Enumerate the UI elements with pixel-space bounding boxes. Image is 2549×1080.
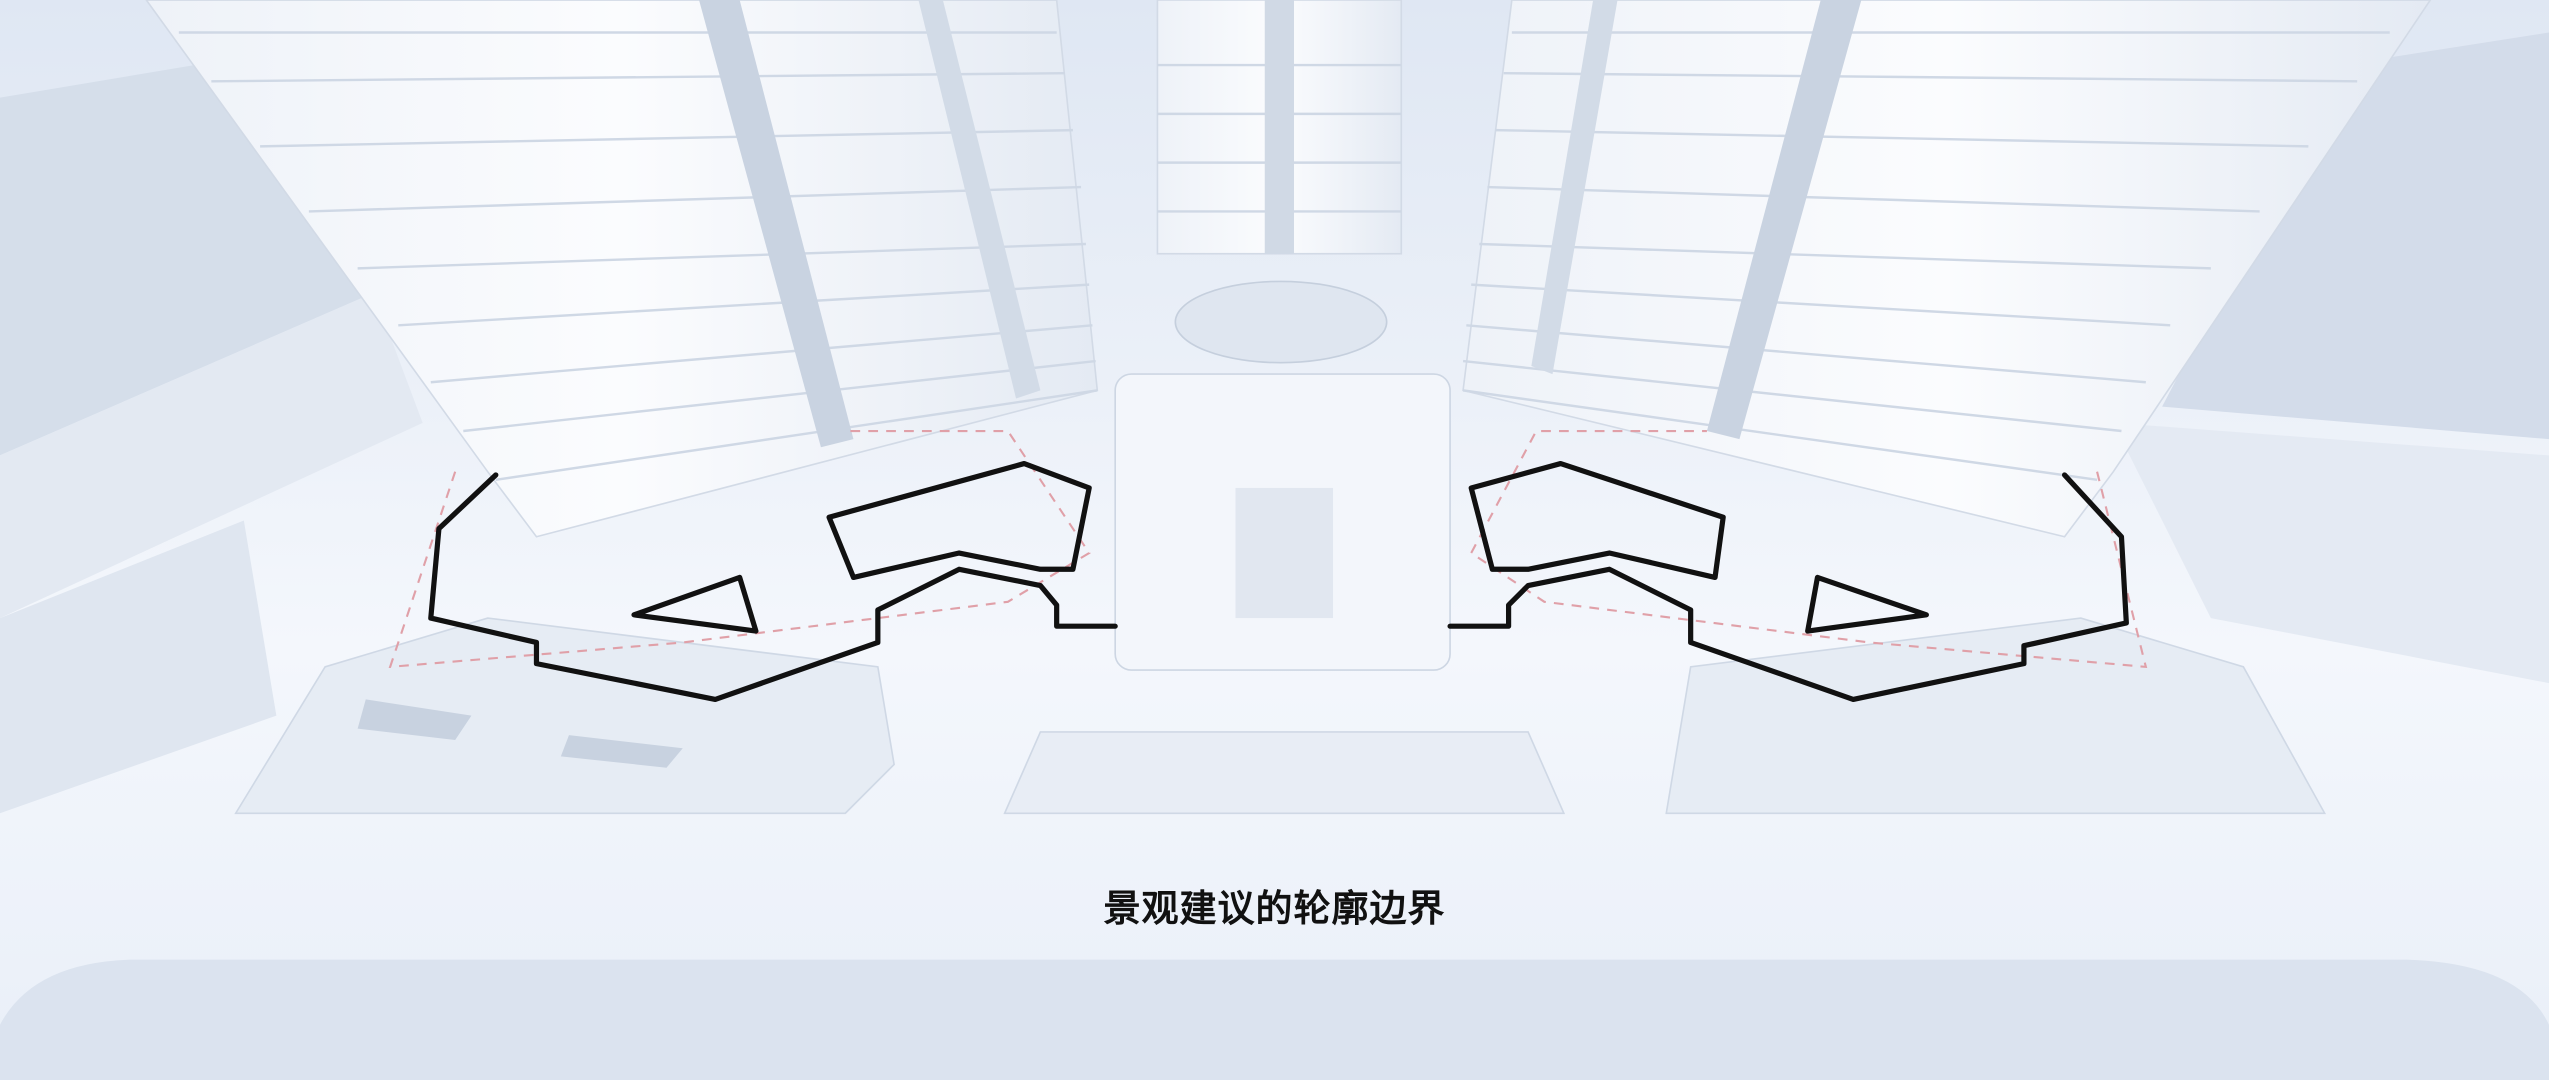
- outline-right-small: [1805, 574, 1929, 634]
- outline-left-outer: [428, 472, 1118, 702]
- podium-right: [1665, 617, 2327, 815]
- diagram-caption: 景观建议的轮廓边界: [1103, 887, 1446, 930]
- dashed-boundary-lines: [388, 429, 2148, 669]
- outline-left-inner: [826, 460, 1092, 581]
- tower-right: [1462, 0, 2432, 538]
- foreground-slab: [0, 959, 2549, 1080]
- right-context-buildings: [2113, 32, 2549, 684]
- left-context-buildings: [0, 65, 423, 814]
- landscape-boundary-outlines: [428, 460, 2129, 702]
- outline-right-outer: [1447, 472, 2129, 702]
- podium-center: [1003, 373, 1566, 815]
- outline-right-inner: [1468, 460, 1726, 581]
- tower-center: [1156, 0, 1403, 364]
- tower-left: [145, 0, 1099, 538]
- outline-left-small: [631, 574, 759, 634]
